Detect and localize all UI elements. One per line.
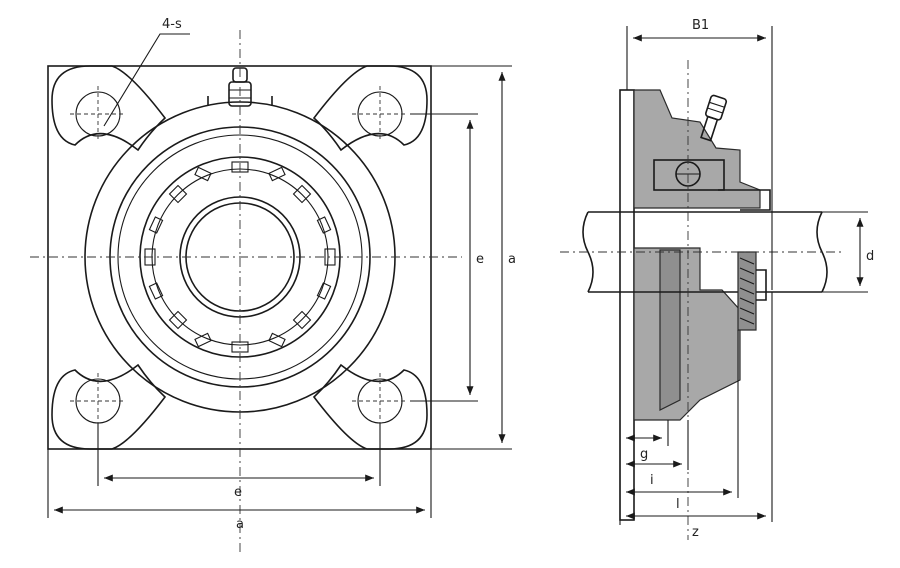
locking-collar (718, 189, 771, 331)
g-label: g (640, 447, 648, 462)
z-label: z (692, 525, 699, 540)
e-vertical-label: e (476, 252, 484, 267)
dim-e-vertical: e (410, 113, 484, 402)
dim-B1: B1 (626, 18, 773, 290)
B1-label: B1 (692, 18, 709, 33)
housing-lower (633, 247, 741, 421)
front-view: 4-s e a e a (30, 17, 516, 555)
flange-square (47, 65, 432, 450)
grease-nipple-side (700, 94, 728, 142)
dim-e-horizontal: e (97, 423, 381, 500)
bolt-holes (70, 86, 408, 429)
side-flange (619, 89, 635, 521)
housing-upper (633, 89, 761, 209)
side-view: B1 d g i l z (560, 18, 874, 540)
dim-a-horizontal: a (47, 449, 432, 532)
dim-i: i (626, 420, 689, 488)
holes-label: 4-s (162, 17, 182, 32)
i-label: i (650, 473, 654, 488)
dim-z: z (626, 292, 773, 540)
dim-d: d (822, 211, 874, 293)
a-vertical-label: a (508, 252, 516, 267)
dim-l: l (626, 330, 739, 512)
d-label: d (866, 249, 874, 264)
dim-a-vertical: a (431, 65, 516, 450)
holes-leader: 4-s (103, 17, 190, 127)
l-label: l (676, 497, 680, 512)
e-horizontal-label: e (234, 485, 242, 500)
a-horizontal-label: a (236, 517, 244, 532)
dim-g: g (619, 420, 669, 525)
